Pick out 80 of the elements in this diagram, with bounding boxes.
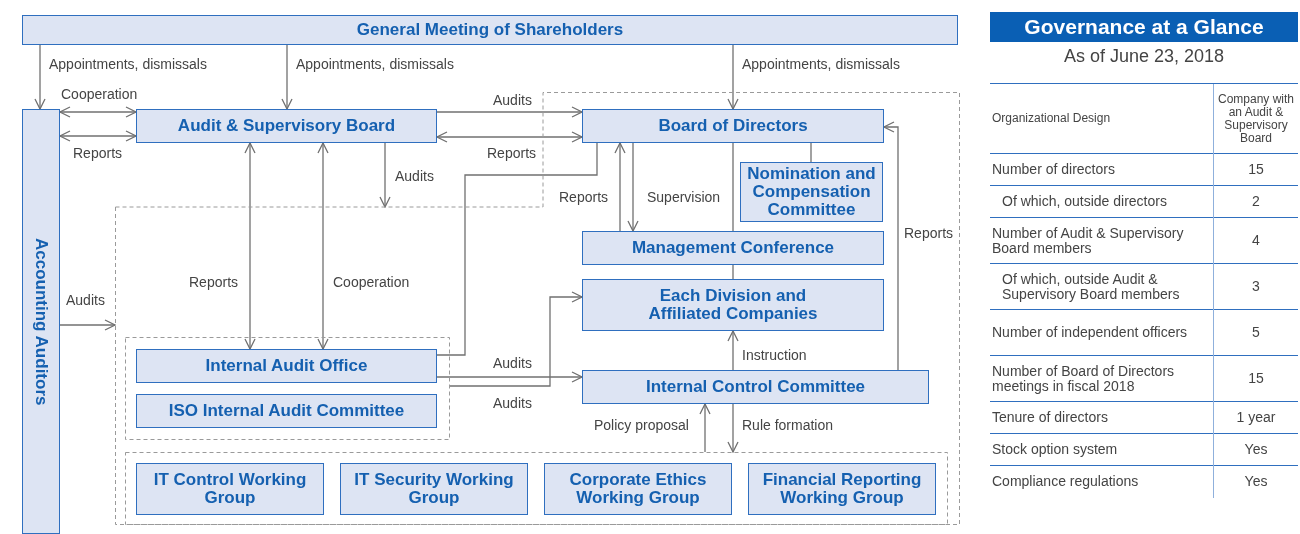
edge-label: Supervision: [646, 189, 722, 205]
edge-label: Audits: [65, 292, 106, 308]
arrow: [627, 142, 639, 232]
edge-label: Audits: [492, 92, 533, 108]
table-cell: Number of Audit & Supervisory Board members: [990, 217, 1214, 264]
dashed-region: [125, 452, 948, 525]
table-cell: Yes: [1213, 433, 1298, 466]
table-cell: 15: [1213, 153, 1298, 186]
table-cell: Number of independent officers: [990, 309, 1214, 356]
connector-line: [436, 142, 598, 356]
arrow: [727, 330, 739, 371]
edge-label: Cooperation: [60, 86, 139, 102]
connector-line: [732, 142, 734, 232]
table-cell: 5: [1213, 309, 1298, 356]
edge-label: Policy proposal: [593, 417, 690, 433]
date-note: As of June 23, 2018: [1062, 46, 1226, 67]
table-cell: Number of directors: [990, 153, 1214, 186]
table-cell: Organizational Design: [990, 83, 1214, 154]
arrow: [883, 121, 899, 371]
double-arrow: [59, 130, 137, 142]
table-cell: 1 year: [1213, 401, 1298, 434]
double-arrow: [317, 142, 329, 350]
arrow: [727, 403, 739, 453]
table-cell: Stock option system: [990, 433, 1214, 466]
edge-label: Cooperation: [332, 274, 411, 290]
table-cell: Company with an Audit & Supervisory Board: [1213, 83, 1298, 154]
double-arrow: [244, 142, 256, 350]
arrow: [379, 142, 391, 208]
edge-label: Reports: [72, 145, 124, 161]
edge-label: Appointments, dismissals: [48, 56, 208, 72]
edge-label: Reports: [188, 274, 240, 290]
arrow: [449, 291, 583, 387]
arrow: [436, 371, 583, 383]
edge-label: Appointments, dismissals: [295, 56, 455, 72]
arrow: [34, 44, 46, 110]
edge-label: Audits: [394, 168, 435, 184]
edge-label: Audits: [492, 395, 533, 411]
edge-label: Appointments, dismissals: [741, 56, 901, 72]
table-cell: Compliance regulations: [990, 465, 1214, 498]
org-box: Board of Directors: [582, 109, 884, 143]
table-cell: 2: [1213, 185, 1298, 218]
table-cell: Number of Board of Directors meetings in fiscal 2018: [990, 355, 1214, 402]
table-cell: 15: [1213, 355, 1298, 402]
edge-label: Reports: [486, 145, 538, 161]
org-box: Internal Control Committee: [582, 370, 929, 404]
table-cell: Tenure of directors: [990, 401, 1214, 434]
table-cell: Yes: [1213, 465, 1298, 498]
edge-label: Instruction: [741, 347, 808, 363]
panel-title: Governance at a Glance: [990, 12, 1298, 42]
org-box: Accounting Auditors: [22, 109, 60, 534]
double-arrow: [59, 106, 137, 118]
arrow: [281, 44, 293, 110]
org-box: Audit & Supervisory Board: [136, 109, 437, 143]
org-box: ISO Internal Audit Committee: [136, 394, 437, 428]
arrow: [699, 403, 711, 453]
edge-label: Rule formation: [741, 417, 835, 433]
edge-label: Audits: [492, 355, 533, 371]
org-box: Each Division and Affiliated Companies: [582, 279, 884, 331]
double-arrow: [436, 131, 583, 143]
connector-line: [732, 264, 734, 280]
arrow: [59, 319, 116, 331]
edge-label: Reports: [903, 225, 955, 241]
dashed-region: [125, 337, 450, 440]
org-box: Management Conference: [582, 231, 884, 265]
org-box: Corporate Ethics Working Group: [544, 463, 732, 515]
org-box: IT Security Working Group: [340, 463, 528, 515]
arrow: [727, 44, 739, 110]
org-box: Nomination and Compensation Committee: [740, 162, 883, 222]
table-cell: Of which, outside directors: [990, 185, 1214, 218]
table-cell: Of which, outside Audit & Supervisory Board members: [990, 263, 1214, 310]
arrow: [614, 142, 626, 232]
org-box: Financial Reporting Working Group: [748, 463, 936, 515]
org-box: IT Control Working Group: [136, 463, 324, 515]
connector-line: [810, 142, 812, 163]
table-cell: 4: [1213, 217, 1298, 264]
table-cell: 3: [1213, 263, 1298, 310]
org-box: Internal Audit Office: [136, 349, 437, 383]
org-box: General Meeting of Shareholders: [22, 15, 958, 45]
edge-label: Reports: [558, 189, 610, 205]
arrow: [436, 106, 583, 118]
